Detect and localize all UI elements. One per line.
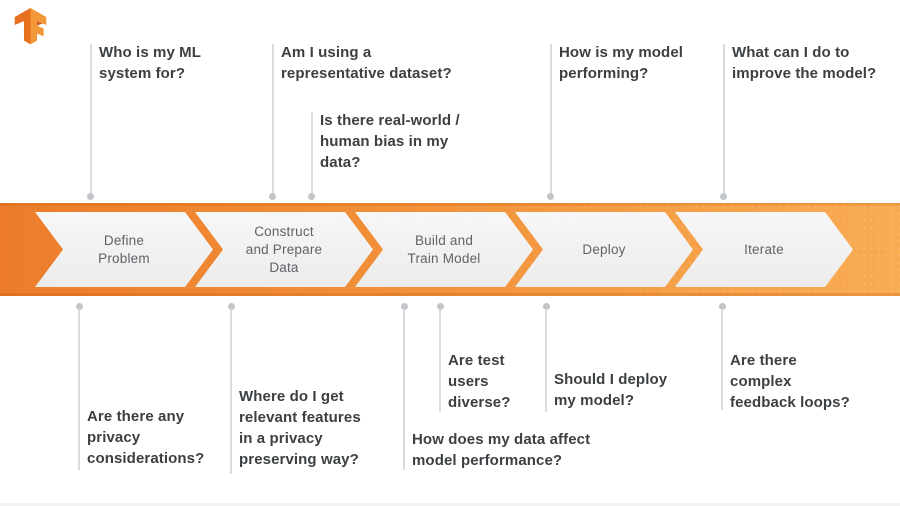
connector-dot — [720, 193, 727, 200]
question-bottom: Are there complex feedback loops? — [730, 352, 850, 411]
question-bottom: How does my data affect model performanc… — [412, 431, 591, 469]
connector-dot — [719, 303, 726, 310]
connector-dot — [401, 303, 408, 310]
connector-dot — [308, 193, 315, 200]
page-bottom-edge — [0, 503, 900, 506]
connector-dot — [437, 303, 444, 310]
connector-line — [721, 309, 723, 410]
stage-chevron-build-train-model: Build and Train Model — [355, 212, 533, 287]
stage-label: Deploy — [582, 241, 626, 257]
connector-line — [439, 309, 441, 412]
connector-line — [723, 44, 725, 193]
question-bottom: Should I deploy my model? — [554, 371, 668, 409]
connector-line — [403, 309, 405, 470]
connector-dot — [543, 303, 550, 310]
question-top: Am I using a representative dataset? — [281, 44, 452, 82]
question-top: What can I do to improve the model? — [732, 44, 877, 82]
stage-label: Construct and Prepare Data — [245, 223, 323, 275]
question-top: How is my model performing? — [559, 44, 684, 82]
connector-dot — [87, 193, 94, 200]
connector-line — [272, 44, 274, 193]
stage-label: Build and Train Model — [407, 232, 481, 266]
connector-dot — [76, 303, 83, 310]
stage-chevron-deploy: Deploy — [515, 212, 693, 287]
tensorflow-logo-icon — [12, 8, 49, 53]
connector-dot — [547, 193, 554, 200]
stage-label: Define Problem — [98, 232, 150, 266]
connector-dot — [269, 193, 276, 200]
connector-line — [550, 44, 552, 193]
connector-line — [311, 112, 313, 193]
process-band: Define Problem Construct and Prepare Dat… — [0, 203, 900, 296]
connector-line — [90, 44, 92, 193]
question-top: Who is my ML system for? — [99, 44, 202, 82]
stage-chevron-construct-prepare-data: Construct and Prepare Data — [195, 212, 373, 287]
connector-line — [78, 309, 80, 470]
question-top: Is there real-world / human bias in my d… — [320, 112, 460, 171]
connector-line — [545, 309, 547, 412]
question-bottom: Are test users diverse? — [448, 352, 511, 411]
stage-chevron-iterate: Iterate — [675, 212, 853, 287]
question-bottom: Where do I get relevant features in a pr… — [239, 388, 361, 468]
connector-line — [230, 309, 232, 474]
question-bottom: Are there any privacy considerations? — [87, 408, 205, 467]
stage-chevron-define-problem: Define Problem — [35, 212, 213, 287]
connector-dot — [228, 303, 235, 310]
stage-label: Iterate — [744, 241, 784, 257]
